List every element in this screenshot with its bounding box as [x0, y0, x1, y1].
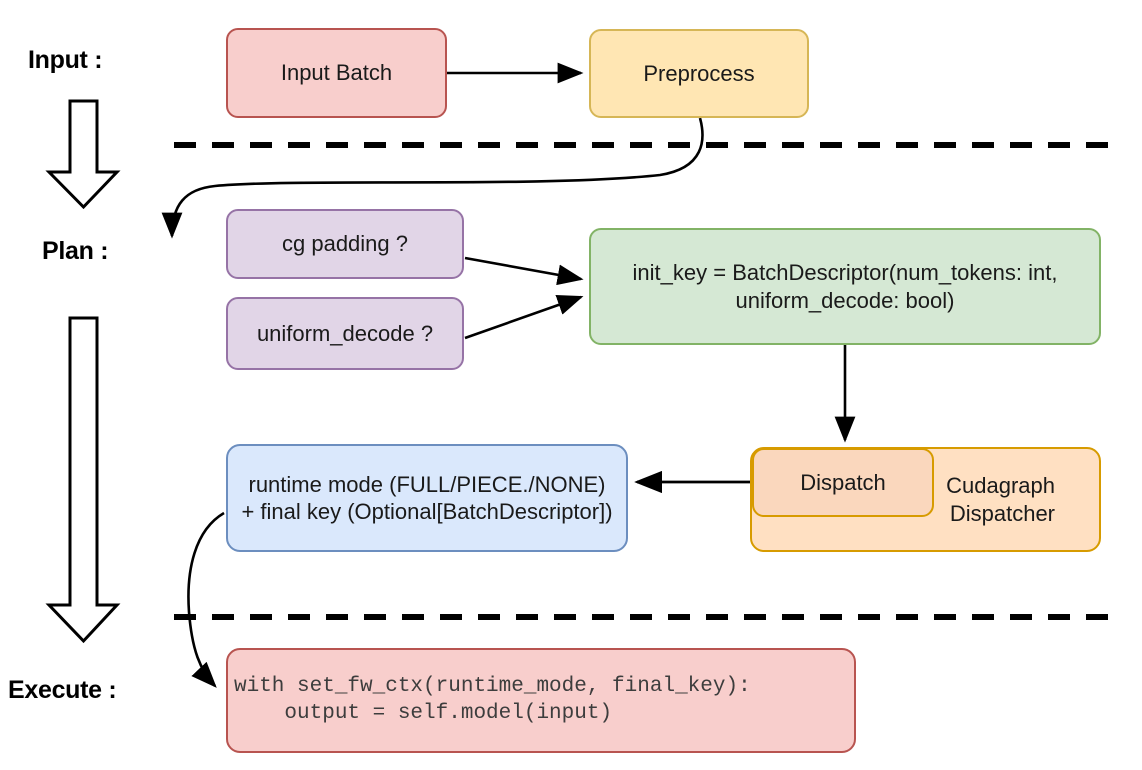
node-runtime-mode[interactable]: runtime mode (FULL/PIECE./NONE) + final … [226, 444, 628, 552]
stage-label-execute: Execute : [8, 676, 117, 704]
stage-label-input: Input : [28, 46, 103, 74]
node-preprocess[interactable]: Preprocess [589, 29, 809, 118]
node-execute-code[interactable]: with set_fw_ctx(runtime_mode, final_key)… [226, 648, 856, 753]
node-preprocess-label: Preprocess [643, 60, 755, 86]
node-input-batch[interactable]: Input Batch [226, 28, 447, 118]
node-runtime-mode-line2: + final key (Optional[BatchDescriptor]) [241, 499, 613, 524]
node-input-batch-label: Input Batch [280, 60, 393, 86]
node-cg-padding-label: cg padding ? [282, 231, 408, 257]
node-cudagraph-dispatcher-line1: Cudagraph [946, 473, 1055, 498]
node-cg-padding[interactable]: cg padding ? [226, 209, 464, 279]
node-execute-code-line2: output = self.model(input) [234, 701, 613, 725]
node-execute-code-line1: with set_fw_ctx(runtime_mode, final_key)… [234, 675, 751, 699]
node-cudagraph-dispatcher-line2: Dispatcher [949, 500, 1055, 526]
runtime-mode-to-execute-code [187, 511, 225, 688]
node-init-key-line2: uniform_decode: bool) [735, 287, 955, 313]
node-dispatch[interactable]: Dispatch [752, 448, 934, 517]
node-uniform-decode[interactable]: uniform_decode ? [226, 297, 464, 370]
node-runtime-mode-line1: runtime mode (FULL/PIECE./NONE) [248, 471, 606, 497]
stage-flow-plan-to-execute [45, 316, 121, 644]
cg-padding-to-init-key [464, 256, 584, 286]
node-init-key[interactable]: init_key = BatchDescriptor(num_tokens: i… [589, 228, 1101, 345]
node-uniform-decode-label: uniform_decode ? [256, 320, 434, 346]
node-init-key-line1: init_key = BatchDescriptor(num_tokens: i… [632, 260, 1058, 285]
stage-flow-input-to-plan [45, 99, 121, 210]
uniform-decode-to-init-key [464, 294, 584, 340]
node-dispatch-label: Dispatch [800, 469, 886, 495]
stage-label-plan: Plan : [42, 237, 109, 265]
